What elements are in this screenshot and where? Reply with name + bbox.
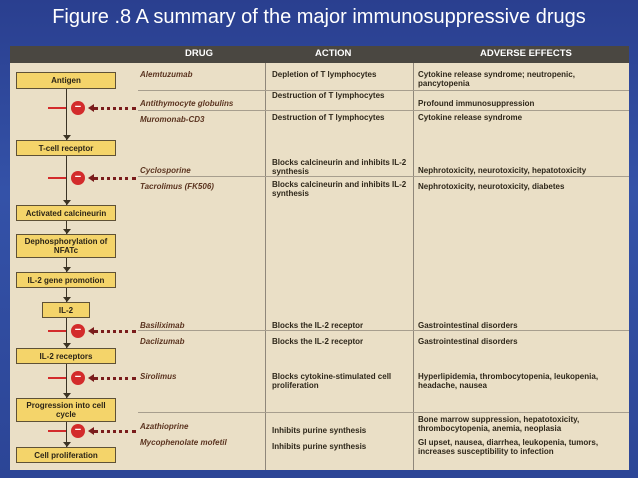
adverse-effects: GI upset, nausea, diarrhea, leukopenia, … [418,438,599,456]
drug-name: Mycophenolate mofetil [140,438,227,447]
table-header-bar [10,46,629,63]
action-column-header: ACTION [315,48,352,59]
pathway-box-cell-cycle: Progression into cell cycle [16,398,116,422]
drug-name: Antithymocyte globulins [140,99,234,108]
row-divider [138,90,629,91]
pathway-box-cell-proliferation: Cell proliferation [16,447,116,463]
drug-action: Destruction of T lymphocytes [272,113,385,122]
inhibition-bar [48,107,66,109]
row-divider [138,176,629,177]
inhibitor-minus-icon: − [71,101,85,115]
inhibition-bar [48,330,66,332]
drug-action: Depletion of T lymphocytes [272,70,377,79]
adverse-effects: Gastrointestinal disorders [418,321,518,330]
inhibitor-minus-icon: − [71,371,85,385]
adverse-effects: Bone marrow suppression, hepatotoxicity,… [418,415,580,433]
row-divider [138,110,629,111]
drug-pointer-arrow-icon [88,374,136,382]
pathway-arrowhead [63,393,71,398]
slide-title: Figure .8 A summary of the major immunos… [52,6,586,28]
inhibition-bar [48,177,66,179]
drug-pointer-arrow-icon [88,327,136,335]
drug-name: Daclizumab [140,337,185,346]
adverse-effects: Cytokine release syndrome [418,113,523,122]
pathway-arrowhead [63,297,71,302]
adverse-effects: Cytokine release syndrome; neutropenic, … [418,70,575,88]
pathway-box-il2: IL-2 [42,302,90,318]
inhibitor-minus-icon: − [71,324,85,338]
drug-action: Inhibits purine synthesis [272,442,367,451]
inhibition-bar [48,430,66,432]
inhibition-bar [48,377,66,379]
row-divider [138,330,629,331]
pathway-box-dephosphorylation: Dephosphorylation of NFATc [16,234,116,258]
drug-action: Blocks the IL-2 receptor [272,321,364,330]
pathway-arrowhead [63,267,71,272]
drug-action: Inhibits purine synthesis [272,426,367,435]
column-divider-2 [413,63,414,470]
drug-action: Destruction of T lymphocytes [272,91,385,100]
drug-name: Azathioprine [140,422,189,431]
adverse-effects-column-header: ADVERSE EFFECTS [480,48,572,59]
inhibitor-minus-icon: − [71,424,85,438]
adverse-effects: Profound immunosuppression [418,99,535,108]
adverse-effects: Hyperlipidemia, thrombocytopenia, leukop… [418,372,599,390]
drug-action: Blocks the IL-2 receptor [272,337,364,346]
figure-panel: DRUG ACTION ADVERSE EFFECTS Antigen T-ce… [10,46,629,470]
inhibitor-minus-icon: − [71,171,85,185]
drug-name: Cyclosporine [140,166,191,175]
adverse-effects: Nephrotoxicity, neurotoxicity, diabetes [418,182,565,191]
drug-name: Basiliximab [140,321,185,330]
pathway-box-il2-gene-promotion: IL-2 gene promotion [16,272,116,288]
drug-action: Blocks calcineurin and inhibits IL-2 syn… [272,158,407,176]
drug-action: Blocks cytokine-stimulated cell prolifer… [272,372,392,390]
drug-name: Alemtuzumab [140,70,193,79]
drug-action: Blocks calcineurin and inhibits IL-2 syn… [272,180,407,198]
pathway-arrowhead [63,229,71,234]
drug-pointer-arrow-icon [88,174,136,182]
adverse-effects: Nephrotoxicity, neurotoxicity, hepatotox… [418,166,587,175]
pathway-box-il2-receptors: IL-2 receptors [16,348,116,364]
drug-name: Tacrolimus (FK506) [140,182,214,191]
pathway-arrowhead [63,442,71,447]
drug-name: Sirolimus [140,372,177,381]
pathway-box-antigen: Antigen [16,72,116,89]
pathway-arrowhead [63,200,71,205]
drug-pointer-arrow-icon [88,427,136,435]
drug-pointer-arrow-icon [88,104,136,112]
drug-column-header: DRUG [185,48,213,59]
drug-name: Muromonab-CD3 [140,115,205,124]
pathway-box-activated-calcineurin: Activated calcineurin [16,205,116,221]
adverse-effects: Gastrointestinal disorders [418,337,518,346]
pathway-arrowhead [63,135,71,140]
pathway-arrowhead [63,343,71,348]
pathway-box-t-cell-receptor: T-cell receptor [16,140,116,156]
column-divider-1 [265,63,266,470]
row-divider [138,412,629,413]
